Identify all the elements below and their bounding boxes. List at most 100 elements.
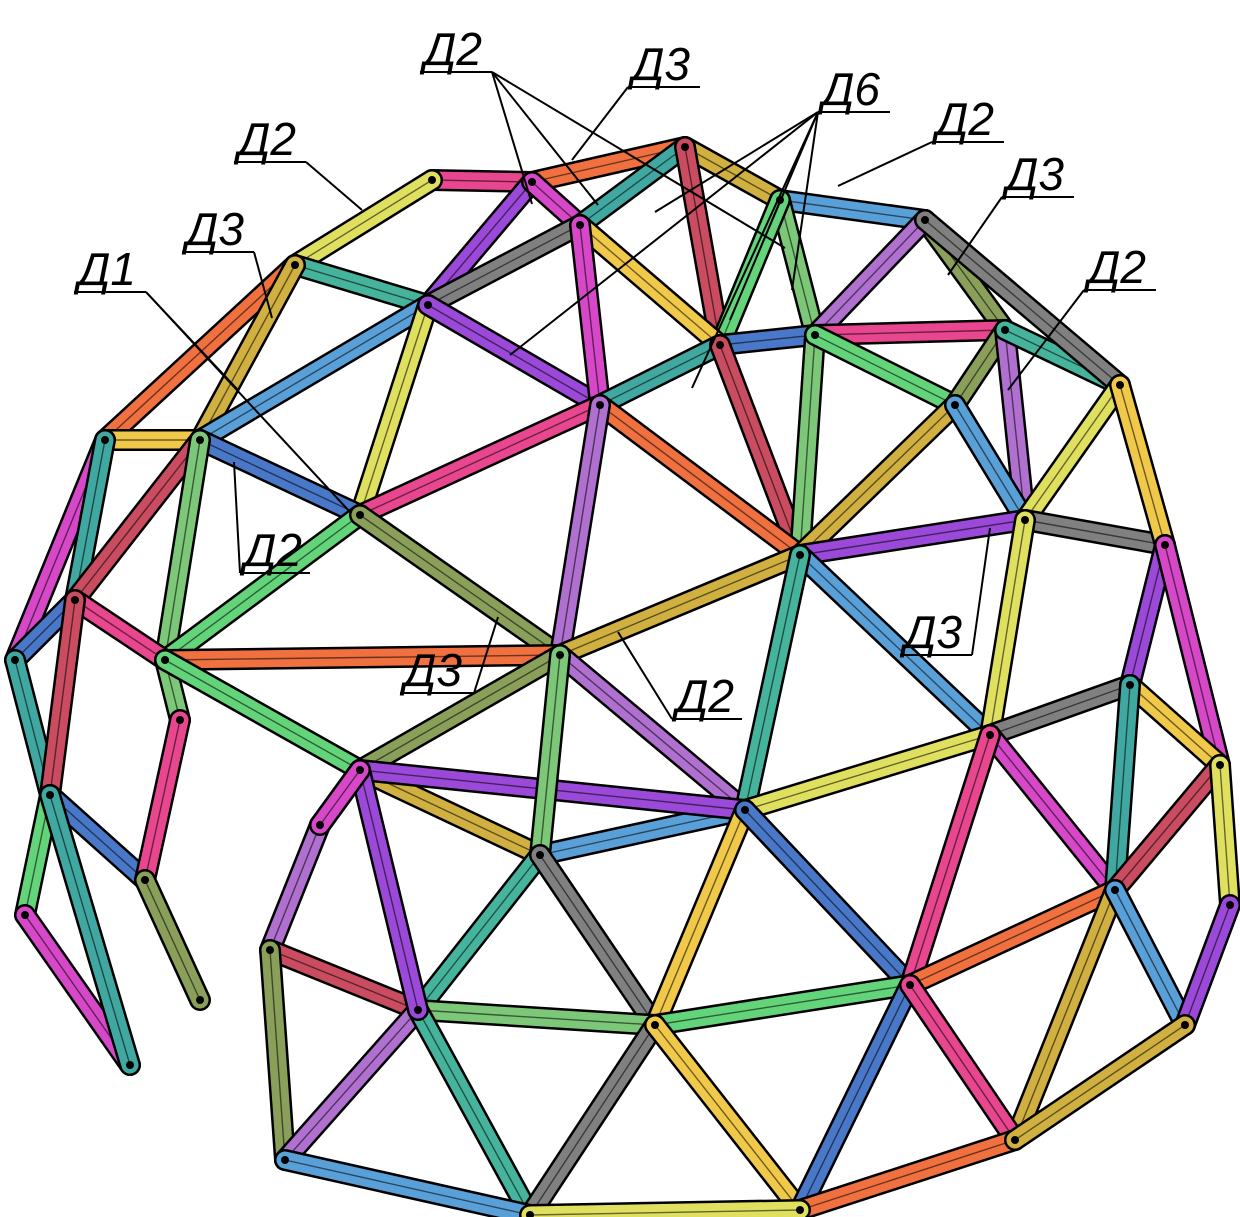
dome-node [1161,541,1169,549]
dome-strut [769,189,826,346]
dome-strut [1119,674,1231,776]
dome-node [986,731,994,739]
callout-d3-center-text: Д3 [399,644,462,696]
callout-d1-left: Д1 [73,243,351,513]
dome-node [428,176,436,184]
dome-strut [899,724,1001,996]
dome-strut [1119,534,1176,696]
dome-strut [417,294,611,416]
dome-strut [64,589,176,671]
dome-node [921,216,929,224]
dome-strut [549,644,756,821]
dome-strut [589,334,731,416]
dome-node [176,716,184,724]
dome-strut [259,814,331,961]
dome-node [424,301,432,309]
callout-d1-left-text: Д1 [73,243,136,295]
callout-d2-right: Д2 [1007,241,1156,391]
dome-strut [349,394,611,526]
dome-strut [979,674,1141,746]
dome-node [1126,681,1134,689]
dome-node [266,946,274,954]
dome-node [46,791,54,799]
dome-node [196,996,204,1004]
dome-strut [39,784,156,891]
callout-labels: Д2 Д3 Д6 Д2 Д3 [73,23,1156,722]
dome-strut [709,334,811,566]
dome-strut [674,136,791,211]
callout-d2-right-top: Д2 [837,93,1004,187]
dome-strut [284,169,443,276]
dome-node [1116,381,1124,389]
callout-d3-center: Д3 [399,616,499,696]
dome-strut [349,644,571,781]
dome-strut [1209,754,1240,916]
dome-strut [644,1014,811,1217]
callout-d2-left-top-text: Д2 [233,113,296,165]
dome-strut [589,394,811,566]
dome-node [291,261,299,269]
dome-strut [529,844,666,1036]
dome-strut [529,644,571,866]
callout-d3-right: Д3 [947,148,1074,276]
callout-d3-top: Д3 [571,38,700,161]
dome-node [414,1006,422,1014]
dome-node [161,656,169,664]
dome-strut [349,504,571,666]
dome-strut [979,509,1036,746]
dome-strut [789,1129,1026,1217]
dome-strut [39,784,141,1076]
dome-node [196,436,204,444]
dome-strut [134,869,211,1011]
dome-strut [709,324,826,356]
dome-strut [259,939,296,1171]
dome-strut [421,169,543,193]
dome-strut [189,254,306,451]
dome-strut [569,136,696,236]
dome-node [528,178,536,186]
dome-strut [804,319,1016,346]
dome-nodes [11,143,1234,1217]
dome-strut [417,214,591,316]
dome-strut [519,1014,666,1217]
dome-strut [64,429,211,611]
dome-node [71,596,79,604]
dome-strut [349,759,429,1021]
dome-strut [1014,374,1131,531]
dome-node [576,221,584,229]
dome-strut [734,799,921,996]
dome-node [1216,761,1224,769]
dome-node [1181,1021,1189,1029]
dome-node [796,551,804,559]
dome-strut [1174,894,1240,1036]
callout-d2-right-text: Д2 [1083,241,1146,293]
dome-strut [804,324,966,416]
dome-node [811,331,819,339]
callout-d3-right-text: Д3 [1001,148,1064,200]
dome-strut [519,1199,811,1217]
dome-node [951,401,959,409]
dome-node [101,436,109,444]
dome-strut [274,1149,541,1217]
dome-strut [94,254,306,451]
dome-node [536,851,544,859]
dome-strut [899,879,1126,996]
dome-node [681,143,689,151]
dome-node [716,341,724,349]
dome-node [651,1021,659,1029]
dome-strut [407,844,551,1021]
dome-strut [189,294,439,451]
dome-strut [39,589,86,806]
callout-d3-top-text: Д3 [627,38,690,90]
dome-node [906,981,914,989]
dome-strut [789,544,1001,746]
dome-strut [569,214,731,356]
callout-d3-right-mid-text: Д3 [899,606,962,658]
dome-strut [259,939,429,1021]
dome-node [1021,516,1029,524]
callout-d2-center-text: Д2 [671,670,734,722]
dome-strut [407,999,666,1036]
dome-strut [644,974,921,1036]
dome-strut [789,394,966,566]
